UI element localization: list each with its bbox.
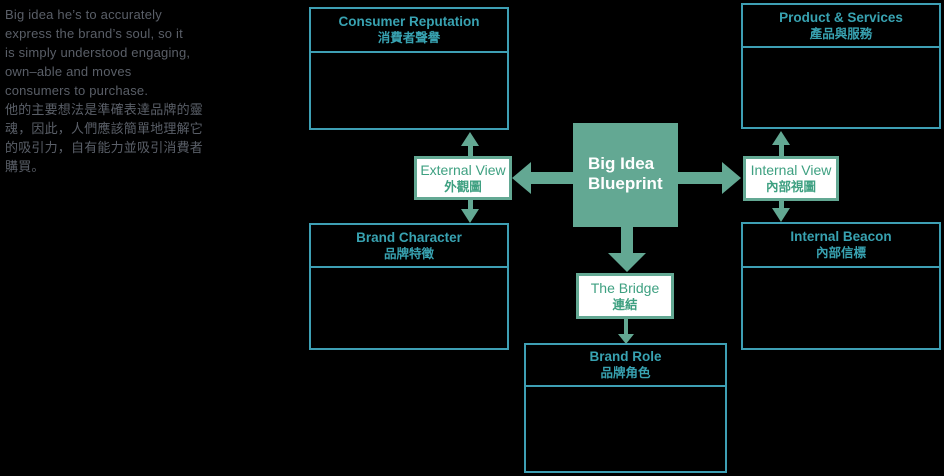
bridge-down-arrowhead-icon xyxy=(618,334,634,344)
the-bridge-label-box: The Bridge 連結 xyxy=(576,273,674,319)
external-view-subtitle: 外觀圖 xyxy=(444,179,482,194)
brand-role-header: Brand Role 品牌角色 xyxy=(526,345,725,387)
brand-role-body xyxy=(526,387,725,471)
left-arrow-shaft xyxy=(528,172,573,184)
center-down-arrow-shaft xyxy=(621,226,633,254)
internal-beacon-title: Internal Beacon xyxy=(790,229,892,244)
brand-role-title: Brand Role xyxy=(589,349,662,364)
brand-role-subtitle: 品牌角色 xyxy=(600,366,651,380)
bridge-down-arrow-shaft xyxy=(624,318,628,335)
right-up-arrow-shaft xyxy=(779,144,784,157)
the-bridge-subtitle: 連結 xyxy=(612,297,638,312)
external-view-label-box: External View 外觀圖 xyxy=(414,156,512,200)
brand-character-header: Brand Character 品牌特徵 xyxy=(311,225,507,268)
left-up-arrowhead-icon xyxy=(461,132,479,146)
description-text: Big idea he’s to accurately express the … xyxy=(5,7,204,174)
left-arrowhead-icon xyxy=(512,162,531,194)
product-services-title: Product & Services xyxy=(779,9,903,25)
consumer-reputation-header: Consumer Reputation 消費者聲譽 xyxy=(311,9,507,53)
brand-character-subtitle: 品牌特徵 xyxy=(383,246,434,261)
left-up-arrow-shaft xyxy=(468,145,473,157)
consumer-reputation-body xyxy=(311,53,507,128)
right-down-arrowhead-icon xyxy=(772,208,790,222)
left-down-arrowhead-icon xyxy=(461,209,479,223)
consumer-reputation-box: Consumer Reputation 消費者聲譽 xyxy=(309,7,509,130)
internal-view-subtitle: 內部視圖 xyxy=(765,180,816,194)
brand-character-box: Brand Character 品牌特徵 xyxy=(309,223,509,350)
internal-beacon-header: Internal Beacon 內部信標 xyxy=(743,224,939,268)
big-idea-blueprint-title: Big Idea Blueprint xyxy=(588,154,663,193)
internal-beacon-box: Internal Beacon 內部信標 xyxy=(741,222,941,350)
internal-beacon-body xyxy=(743,268,939,348)
consumer-reputation-subtitle: 消費者聲譽 xyxy=(377,31,441,45)
internal-beacon-subtitle: 內部信標 xyxy=(815,246,866,260)
right-up-arrowhead-icon xyxy=(772,131,790,145)
internal-view-label-box: Internal View 內部視圖 xyxy=(743,156,839,201)
brand-character-body xyxy=(311,268,507,348)
the-bridge-title: The Bridge xyxy=(590,279,660,296)
product-services-box: Product & Services 產品與服務 xyxy=(741,3,941,129)
product-services-body xyxy=(743,48,939,127)
right-arrow-shaft xyxy=(678,172,723,184)
internal-view-title: Internal View xyxy=(750,162,832,178)
center-down-arrowhead-icon xyxy=(608,253,646,272)
brand-character-title: Brand Character xyxy=(356,229,462,245)
right-down-arrow-shaft xyxy=(779,200,784,209)
brand-role-box: Brand Role 品牌角色 xyxy=(524,343,727,473)
left-down-arrow-shaft xyxy=(468,199,473,210)
external-view-title: External View xyxy=(420,161,506,178)
consumer-reputation-title: Consumer Reputation xyxy=(338,14,480,29)
big-idea-blueprint-center-box: Big Idea Blueprint xyxy=(573,123,678,227)
product-services-header: Product & Services 產品與服務 xyxy=(743,5,939,48)
right-arrowhead-icon xyxy=(722,162,741,194)
product-services-subtitle: 產品與服務 xyxy=(809,26,873,41)
